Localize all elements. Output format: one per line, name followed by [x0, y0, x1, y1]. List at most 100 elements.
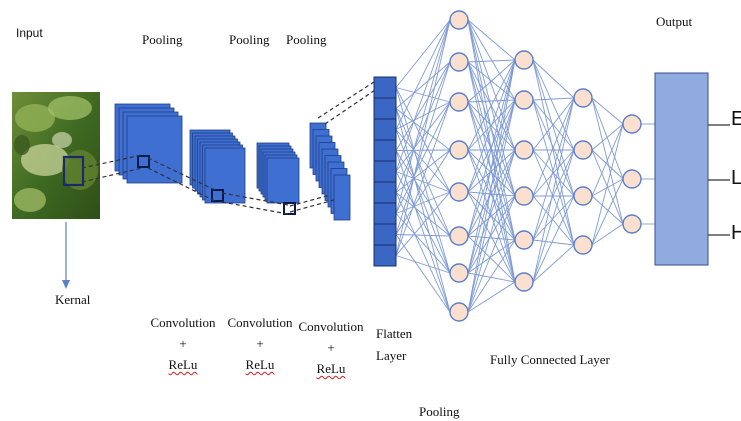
- neuron-1-8: [449, 302, 469, 322]
- plus-text: +: [327, 340, 335, 355]
- neuron-1-7: [449, 263, 469, 283]
- connection-1-4-3: [532, 239, 575, 246]
- connection-0-4-3: [467, 191, 516, 197]
- connection-f-2-4: [395, 129, 451, 193]
- connection-0-3-4: [467, 149, 516, 241]
- pooling-label-2: Pooling: [229, 32, 270, 47]
- output-class-2: L: [731, 167, 741, 189]
- flatten-cell-3: [373, 118, 397, 141]
- connection-f-4-0: [395, 19, 451, 172]
- connection-2-3-1: [591, 178, 624, 246]
- connection-f-8-6: [395, 255, 451, 274]
- connection-1-2-3: [532, 149, 575, 246]
- neuron-3-3: [573, 186, 593, 206]
- connection-0-6-5: [467, 272, 516, 283]
- connection-1-1-0: [532, 97, 575, 101]
- connection-0-7-3: [467, 195, 516, 313]
- connection-1-1-1: [532, 99, 575, 151]
- connection-0-1-3: [467, 61, 516, 197]
- conv-text: Convolution: [227, 315, 293, 330]
- feature-maps: [114, 103, 351, 221]
- plus-text: +: [256, 336, 264, 351]
- connection-0-7-0: [467, 59, 516, 313]
- neuron-2-1: [514, 50, 534, 70]
- connection-1-0-2: [532, 59, 575, 197]
- connection-f-1-1: [395, 61, 451, 109]
- connection-f-7-7: [395, 234, 451, 313]
- connection-2-1-0: [591, 123, 624, 151]
- connection-1-5-0: [532, 97, 575, 283]
- connection-1-4-0: [532, 97, 575, 241]
- connection-0-0-1: [467, 19, 516, 101]
- connection-f-3-5: [395, 150, 451, 237]
- flatten-cell-4: [373, 139, 397, 162]
- connection-f-2-6: [395, 129, 451, 274]
- neuron-4-1: [622, 114, 642, 134]
- connection-f-5-5: [395, 192, 451, 237]
- connection-1-3-1: [532, 149, 575, 197]
- connection-f-6-0: [395, 19, 451, 214]
- connection-2-1-1: [591, 149, 624, 180]
- connection-f-3-1: [395, 61, 451, 151]
- connection-f-2-0: [395, 19, 451, 130]
- neuron-3-4: [573, 235, 593, 255]
- dashed-connector-4: [147, 167, 216, 202]
- pooling-label-1: Pooling: [142, 32, 183, 47]
- relu-text: ReLu: [245, 357, 275, 372]
- feature-map-4-9: [333, 174, 351, 221]
- connection-f-0-6: [395, 87, 451, 274]
- connection-f-5-1: [395, 61, 451, 193]
- connection-2-3-0: [591, 123, 624, 246]
- connection-0-5-3: [467, 195, 516, 237]
- connection-f-4-4: [395, 171, 451, 193]
- connection-1-0-0: [532, 59, 575, 99]
- neuron-2-2: [514, 90, 534, 110]
- connection-0-6-0: [467, 59, 516, 274]
- connection-f-7-1: [395, 61, 451, 235]
- connection-f-0-0: [395, 19, 451, 88]
- kernel-arrow: [62, 222, 70, 289]
- connection-0-7-2: [467, 149, 516, 313]
- connection-2-2-2: [591, 195, 624, 225]
- feature-map-3-6: [266, 157, 300, 204]
- connection-0-2-1: [467, 99, 516, 103]
- connection-f-8-2: [395, 101, 451, 256]
- connection-0-1-4: [467, 61, 516, 241]
- neuron-4-3: [622, 214, 642, 234]
- neuron-4-2: [622, 169, 642, 189]
- dashed-connector-2: [81, 167, 143, 183]
- connection-1-3-0: [532, 97, 575, 197]
- kernel-highlight-3: [283, 202, 296, 215]
- connection-1-4-1: [532, 149, 575, 241]
- connection-f-6-4: [395, 191, 451, 214]
- conv-relu-label-2: Convolution + ReLu: [212, 312, 308, 375]
- flatten-layer: [373, 76, 397, 267]
- connection-1-5-3: [532, 244, 575, 283]
- neuron-3-1: [573, 88, 593, 108]
- connection-0-7-5: [467, 281, 516, 313]
- input-label: Input: [16, 26, 43, 40]
- neuron-2-3: [514, 140, 534, 160]
- connection-f-6-6: [395, 213, 451, 274]
- flatten-cell-1: [373, 76, 397, 99]
- pooling-bottom-label: Pooling: [419, 404, 460, 419]
- connection-0-1-0: [467, 59, 516, 63]
- output-class-3: H: [731, 222, 741, 244]
- dashed-connector-3: [147, 157, 216, 191]
- fc-connections: [395, 19, 655, 313]
- connection-0-5-2: [467, 149, 516, 237]
- kernel-highlight-1: [137, 155, 150, 168]
- connection-f-7-3: [395, 149, 451, 235]
- flatten-cell-9: [373, 244, 397, 267]
- dashed-connectors: [81, 81, 379, 215]
- flatten-label: Flatten Layer: [376, 323, 412, 367]
- kernel-highlight-2: [211, 189, 224, 202]
- conv-text: Convolution: [150, 315, 216, 330]
- connection-2-0-1: [591, 97, 624, 180]
- dashed-connector-10: [324, 87, 379, 125]
- flatten-text-2: Layer: [376, 348, 407, 363]
- connection-0-2-0: [467, 59, 516, 103]
- neuron-1-1: [449, 10, 469, 30]
- connection-1-0-1: [532, 59, 575, 151]
